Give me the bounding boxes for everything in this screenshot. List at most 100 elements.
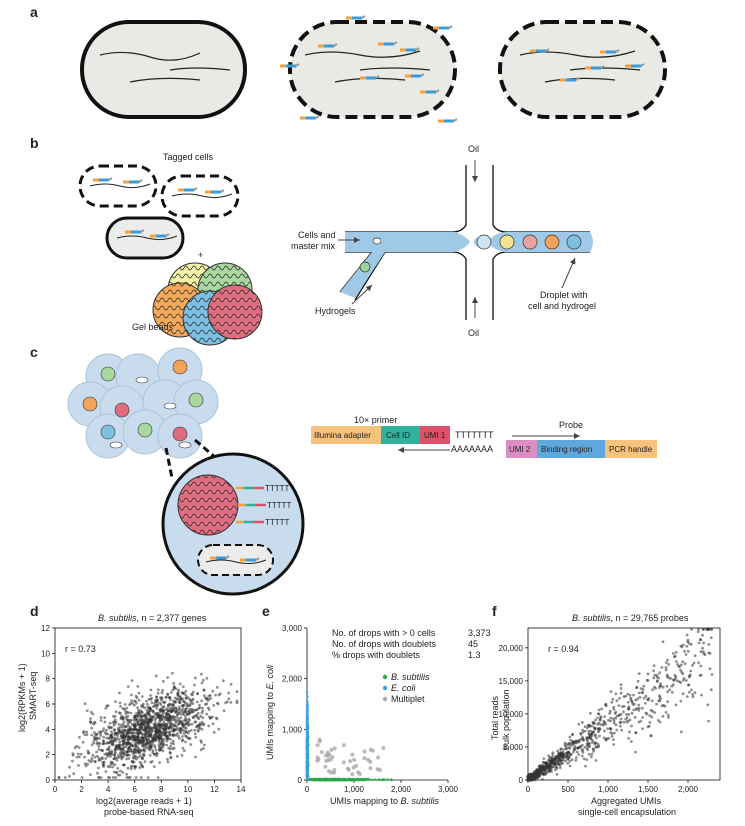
- data-point-bsubtilis: [382, 778, 385, 781]
- data-point: [603, 715, 606, 718]
- data-point: [130, 699, 134, 703]
- data-point: [161, 700, 165, 704]
- data-point: [135, 696, 139, 700]
- data-point: [145, 725, 149, 729]
- data-point: [112, 728, 116, 732]
- droplet-label-1: Droplet with: [540, 290, 588, 300]
- data-point-bsubtilis: [332, 778, 335, 781]
- data-point: [118, 740, 122, 744]
- data-point: [180, 728, 184, 731]
- data-point: [99, 776, 103, 779]
- data-point: [155, 752, 159, 756]
- data-point: [555, 760, 559, 764]
- data-point: [113, 733, 117, 737]
- data-point: [551, 751, 555, 754]
- data-point: [153, 701, 157, 705]
- data-point: [188, 704, 192, 707]
- binding-region-segment: [537, 440, 605, 458]
- data-point: [193, 720, 197, 724]
- data-point-multiplet: [362, 756, 367, 761]
- data-point: [113, 763, 117, 767]
- data-point: [593, 726, 597, 730]
- data-point: [680, 730, 683, 734]
- data-point-bsubtilis: [317, 778, 321, 781]
- data-point: [611, 738, 615, 741]
- data-point: [626, 692, 629, 696]
- chart-d-xlabel-1: log2(average reads + 1): [96, 796, 192, 806]
- data-point: [195, 724, 199, 728]
- data-point: [185, 707, 189, 710]
- data-point: [145, 708, 149, 712]
- data-point: [77, 746, 81, 749]
- data-point: [629, 698, 633, 702]
- umi2-segment: [506, 440, 537, 458]
- data-point: [618, 696, 621, 700]
- data-point: [190, 722, 194, 726]
- data-point: [198, 727, 202, 730]
- x-tick-label: 10: [183, 785, 192, 794]
- data-point: [125, 734, 129, 738]
- data-point: [85, 709, 89, 713]
- data-point: [99, 734, 103, 737]
- data-point: [160, 726, 164, 729]
- data-point: [592, 750, 595, 753]
- data-point: [571, 733, 574, 736]
- data-point: [90, 726, 94, 730]
- data-point: [661, 714, 665, 718]
- stat-value: 45: [468, 639, 478, 649]
- data-point: [162, 720, 166, 724]
- data-point: [174, 715, 177, 719]
- data-point: [585, 758, 589, 761]
- data-point: [641, 688, 645, 691]
- data-point: [690, 627, 693, 631]
- data-point-bsubtilis: [360, 777, 364, 781]
- data-point: [199, 739, 203, 743]
- data-point: [102, 735, 105, 739]
- data-point: [689, 669, 693, 673]
- data-point: [155, 714, 159, 717]
- droplet-label-2: cell and hydrogel: [528, 301, 596, 311]
- data-point: [215, 686, 219, 689]
- data-point: [200, 720, 204, 724]
- data-point: [195, 700, 199, 704]
- data-point: [627, 737, 630, 740]
- data-point: [182, 732, 186, 735]
- data-point: [674, 703, 678, 707]
- data-point: [159, 703, 163, 706]
- data-point: [221, 679, 225, 683]
- data-point: [63, 776, 67, 779]
- data-point: [95, 733, 98, 736]
- data-point: [80, 776, 84, 779]
- data-point: [551, 753, 555, 757]
- data-point: [146, 702, 149, 706]
- data-point: [114, 776, 117, 779]
- data-point: [161, 705, 165, 709]
- data-point: [177, 705, 181, 709]
- data-point: [159, 747, 163, 751]
- data-point: [172, 746, 176, 750]
- data-point: [170, 716, 174, 720]
- chart-f-ylabel-2: bulk population: [501, 689, 511, 750]
- data-point: [590, 755, 593, 759]
- data-point: [601, 723, 605, 727]
- data-point: [122, 723, 125, 727]
- data-point: [153, 765, 156, 768]
- data-point-bsubtilis: [338, 778, 341, 781]
- data-point: [573, 744, 577, 748]
- chart-f-ylabel-1: Total reads: [490, 695, 500, 740]
- data-point: [568, 746, 572, 750]
- data-point: [166, 757, 169, 761]
- data-point: [147, 721, 150, 725]
- data-point: [577, 753, 581, 756]
- data-point: [151, 710, 155, 714]
- data-point: [126, 766, 130, 770]
- data-point: [91, 712, 95, 716]
- data-point: [661, 640, 665, 644]
- stat-value: 1.3: [468, 650, 481, 660]
- data-point: [104, 770, 108, 773]
- x-tick-label: 6: [132, 785, 137, 794]
- data-point: [132, 703, 136, 707]
- data-point: [582, 757, 586, 761]
- data-point: [594, 759, 598, 762]
